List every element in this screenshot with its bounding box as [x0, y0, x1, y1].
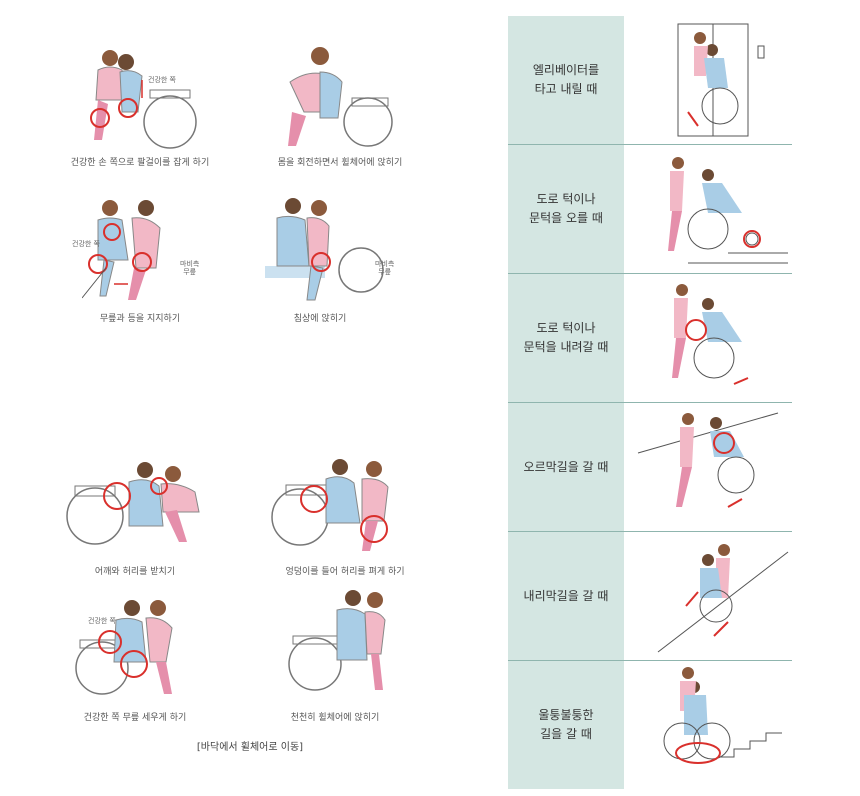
row-downhill: 내리막길을 갈 때	[508, 532, 792, 661]
step-8-caption: 천천히 휠체어에 앉히기	[290, 713, 380, 723]
figure-curb-down	[672, 284, 749, 385]
section-caption: [바닥에서 휠체어로 이동]	[196, 742, 304, 753]
step-5-caption: 어깨와 허리를 받치기	[94, 567, 176, 577]
figure-raise-healthy-knee	[75, 600, 173, 695]
label-line: 도로 턱이나	[536, 321, 596, 335]
figure-curb-up	[668, 157, 788, 264]
figure-uphill	[637, 412, 779, 508]
label-line: 타고 내릴 때	[534, 82, 598, 96]
figure-lift-hips	[271, 459, 389, 551]
note-healthy-side-1: 건강한 쪽	[148, 76, 176, 84]
step-1-caption: 건강한 손 쪽으로 팔걸이를 잡게 하기	[70, 158, 210, 168]
note-paralyzed-label: 마비측	[180, 260, 200, 268]
label-line: 문턱을 내려갈 때	[523, 340, 609, 354]
note-knee-label-2: 무릎	[378, 268, 392, 276]
row-uphill: 오르막길을 갈 때	[508, 403, 792, 532]
row-label: 내리막길을 갈 때	[508, 532, 624, 660]
figure-grab-armrest	[90, 50, 197, 149]
figure-slowly-sit	[288, 590, 386, 691]
step-4-caption: 침상에 앉히기	[293, 314, 347, 324]
label-line: 엘리베이터를	[532, 63, 600, 77]
step-3-caption: 무릎과 등을 지지하기	[99, 314, 181, 324]
note-knee-label: 무릎	[183, 268, 197, 276]
figure-sit-on-bed	[265, 198, 384, 301]
figure-elevator	[677, 23, 765, 137]
step-6-caption: 엉덩이를 들어 허리를 펴게 하기	[285, 567, 405, 577]
figure-support-knee-back	[82, 200, 161, 300]
step-7-caption: 건강한 쪽 무릎 세우게 하기	[83, 713, 187, 723]
label-line: 도로 턱이나	[536, 192, 596, 206]
figure-rotate-sit	[288, 47, 393, 147]
transfer-illustrations: 건강한 쪽 건강한 손 쪽으로 팔걸이를 잡게 하기 몸을 회전하면서 휠체어에…	[66, 47, 405, 753]
label-line: 울퉁불퉁한	[538, 708, 594, 722]
note-paralyzed-label-2: 마비측	[375, 260, 395, 268]
note-healthy-side-2: 건강한 쪽	[72, 240, 100, 248]
figure-downhill	[657, 544, 789, 653]
step-2-caption: 몸을 회전하면서 휠체어에 앉히기	[277, 158, 403, 168]
figure-bumpy-road	[663, 667, 782, 764]
figure-support-shoulder-waist	[66, 462, 200, 545]
row-label: 오르막길을 갈 때	[508, 403, 624, 531]
label-line: 길을 갈 때	[540, 727, 592, 741]
label-line: 내리막길을 갈 때	[523, 588, 609, 603]
note-healthy-side-3: 건강한 쪽	[88, 617, 116, 625]
label-line: 오르막길을 갈 때	[523, 459, 609, 474]
label-line: 문턱을 오를 때	[529, 211, 603, 225]
